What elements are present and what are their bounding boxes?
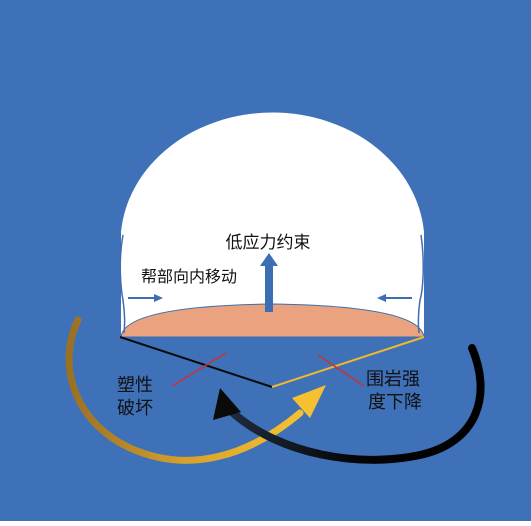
right-wall-curve [417,234,424,334]
left-wall-curve [119,234,126,334]
low-stress-label: 低应力约束 [226,233,311,253]
black-cycle-arrow [213,344,485,464]
upward-arrow [260,253,278,312]
left-inward-arrow [128,294,163,302]
gold-failure-line [271,336,425,388]
plastic-label-1: 塑性 [117,375,153,396]
strength-label-1: 围岩强 [366,369,420,390]
strength-label-2: 度下降 [368,392,422,413]
left-red-mark [171,352,227,387]
side-inward-label: 帮部向内移动 [141,267,237,286]
right-inward-arrow [377,294,412,302]
black-failure-line [119,336,273,388]
gold-cycle-arrow [65,316,326,464]
right-red-mark [317,354,365,387]
tunnel-opening [121,112,424,338]
plastic-label-2: 破坏 [117,398,153,419]
